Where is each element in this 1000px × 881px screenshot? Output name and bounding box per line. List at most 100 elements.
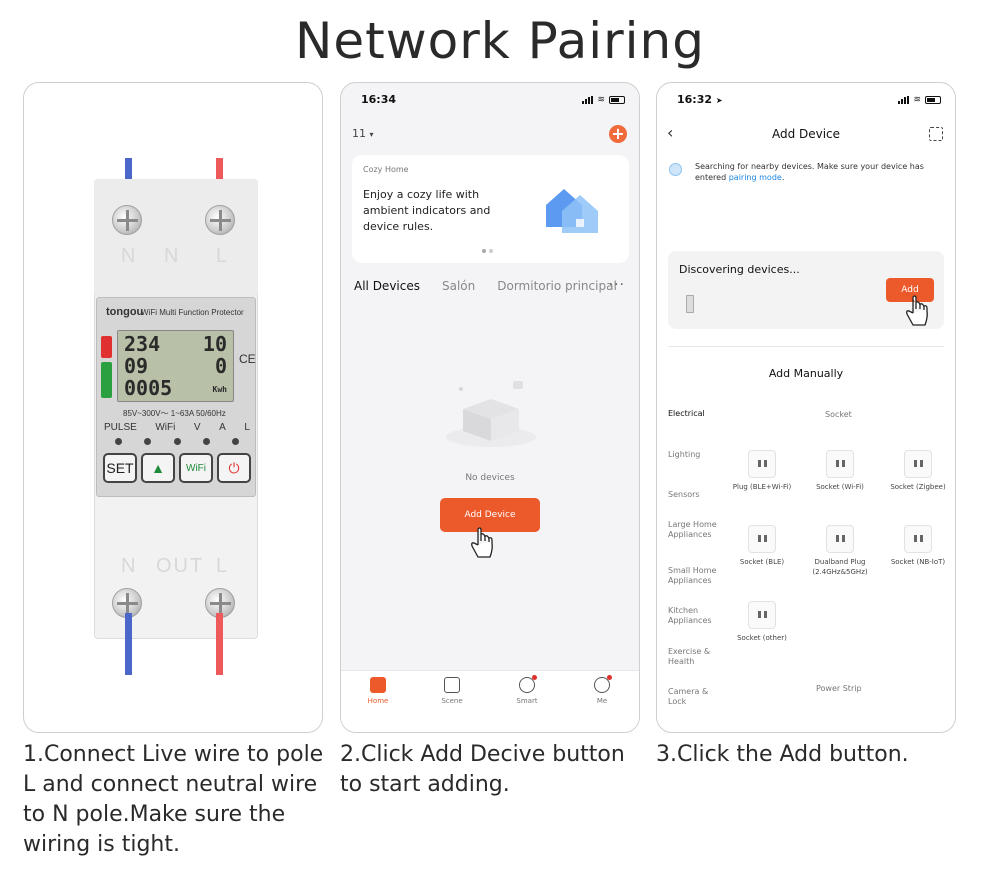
device-item[interactable]: Socket (NB-IoT) <box>881 525 955 567</box>
pole-label: L <box>216 245 230 267</box>
app-home-screen: 16:34 ≋ 11 ▾ + Cozy Home Enjoy a cozy li… <box>340 82 640 733</box>
promo-banner[interactable]: Cozy Home Enjoy a cozy life with ambient… <box>352 155 629 263</box>
discovering-card: Discovering devices... Add <box>668 251 944 329</box>
discovered-device-icon <box>686 295 694 313</box>
empty-state-text: No devices <box>465 473 515 483</box>
wifi-badge <box>101 362 112 398</box>
tab-scene[interactable]: Scene <box>427 677 477 705</box>
back-icon[interactable]: ‹ <box>667 123 674 142</box>
add-plus-button[interactable]: + <box>609 125 627 143</box>
indicator-leds <box>115 438 239 445</box>
battery-icon <box>925 96 941 104</box>
wifi-button[interactable]: WiFi <box>179 453 213 483</box>
device-item[interactable]: Plug (BLE+Wi-Fi) <box>725 450 799 492</box>
socket-icon <box>826 450 854 478</box>
pole-label: N <box>121 555 138 577</box>
home-icon <box>370 677 386 693</box>
add-device-screen: 16:32 ➤ ≋ ‹ Add Device Searching for nea… <box>656 82 956 733</box>
product-name: WiFi Multi Function Protector <box>141 308 244 317</box>
banner-text: Enjoy a cozy life with ambient indicator… <box>363 188 491 233</box>
power-button[interactable]: ⏻ <box>217 453 251 483</box>
tab-home[interactable]: Home <box>353 677 403 705</box>
set-button[interactable]: SET <box>103 453 137 483</box>
indicator-label: L <box>244 422 250 433</box>
tab-me[interactable]: Me <box>577 675 627 705</box>
discovering-title: Discovering devices... <box>679 263 800 276</box>
indicator-label: WiFi <box>155 422 176 433</box>
live-wire-out <box>216 613 223 675</box>
add-button[interactable]: Add <box>886 278 934 302</box>
power-strip-header: Power Strip <box>816 684 862 693</box>
hand-pointer-icon <box>906 295 928 326</box>
indicator-label: PULSE <box>104 422 137 433</box>
empty-box-icon <box>446 381 536 447</box>
pole-label: OUT <box>156 555 205 577</box>
socket-icon <box>904 450 932 478</box>
spec-text: 85V~300V〜 1~63A 50/60Hz <box>123 409 226 418</box>
signal-icon <box>898 96 910 104</box>
category-exercise[interactable]: Exercise & Health <box>668 647 711 666</box>
tab-all-devices[interactable]: All Devices <box>354 279 420 293</box>
signal-icon <box>582 96 594 104</box>
device-item[interactable]: Socket (Zigbee) <box>881 450 955 492</box>
tab-salon[interactable]: Salón <box>441 279 476 293</box>
socket-icon <box>748 525 776 553</box>
tab-dormitorio[interactable]: Dormitorio principal <box>497 279 617 293</box>
status-time: 16:34 <box>361 93 397 106</box>
room-tabs: All Devices Salón Dormitorio principal <box>354 279 629 293</box>
category-large-appliances[interactable]: Large Home Appliances <box>668 520 717 539</box>
category-small-appliances[interactable]: Small Home Appliances <box>668 566 717 585</box>
banner-pager <box>482 249 493 253</box>
item-label: Dualband Plug (2.4GHz&5GHz) <box>812 558 868 576</box>
category-sensors[interactable]: Sensors <box>668 490 700 499</box>
device-item[interactable]: Dualband Plug (2.4GHz&5GHz) <box>803 525 877 577</box>
item-label: Socket (other) <box>737 634 787 642</box>
category-camera-lock[interactable]: Camera & Lock <box>668 687 709 706</box>
category-kitchen[interactable]: Kitchen Appliances <box>668 606 712 625</box>
pairing-mode-link[interactable]: pairing mode <box>728 173 782 182</box>
ce-mark: CE <box>239 352 256 366</box>
led <box>232 438 239 445</box>
home-selector-label: 11 <box>352 127 366 140</box>
battery-icon <box>609 96 625 104</box>
device-buttons: SET ▲ WiFi ⏻ <box>103 453 251 483</box>
scan-icon[interactable] <box>929 127 943 141</box>
top-right-screw <box>205 205 235 235</box>
status-time: 16:32 ➤ <box>677 93 723 106</box>
socket-icon <box>826 525 854 553</box>
breaker-top <box>94 179 258 297</box>
lcd-current: 09 <box>124 354 149 378</box>
tab-home-label: Home <box>367 697 389 705</box>
device-item[interactable]: Socket (BLE) <box>725 525 799 567</box>
led <box>115 438 122 445</box>
item-label: Socket (Wi-Fi) <box>816 483 864 491</box>
lcd-energy: 0005 <box>124 376 173 400</box>
smart-icon <box>519 675 537 693</box>
device-item[interactable]: Socket (Wi-Fi) <box>803 450 877 492</box>
step-1-caption: 1.Connect Live wire to pole L and connec… <box>23 742 324 857</box>
lcd-unit: Kwh <box>212 385 227 394</box>
category-lighting[interactable]: Lighting <box>668 450 701 459</box>
more-icon[interactable]: ··· <box>608 277 625 293</box>
banner-label: Cozy Home <box>363 165 409 174</box>
socket-icon <box>748 450 776 478</box>
screen-title: Add Device <box>771 127 841 141</box>
wifi-status-icon: ≋ <box>597 95 605 105</box>
item-label: Socket (NB-IoT) <box>890 558 946 566</box>
home-selector[interactable]: 11 ▾ <box>352 127 374 140</box>
lcd-temp: 10 <box>202 332 227 356</box>
add-device-button[interactable]: Add Device <box>440 498 540 532</box>
user-icon <box>594 675 612 693</box>
status-bar: 16:34 ≋ <box>341 93 639 111</box>
hand-pointer-icon <box>471 527 493 558</box>
item-label: Plug (BLE+Wi-Fi) <box>732 483 792 491</box>
status-icons: ≋ <box>898 95 941 105</box>
indicator-label: A <box>219 422 226 433</box>
item-label: Socket (BLE) <box>739 558 785 566</box>
status-bar: 16:32 ➤ ≋ <box>657 93 955 111</box>
up-button[interactable]: ▲ <box>141 453 175 483</box>
category-electrical[interactable]: Electrical <box>668 409 705 418</box>
tab-smart[interactable]: Smart <box>502 675 552 705</box>
device-item[interactable]: Socket (other) <box>725 601 799 643</box>
